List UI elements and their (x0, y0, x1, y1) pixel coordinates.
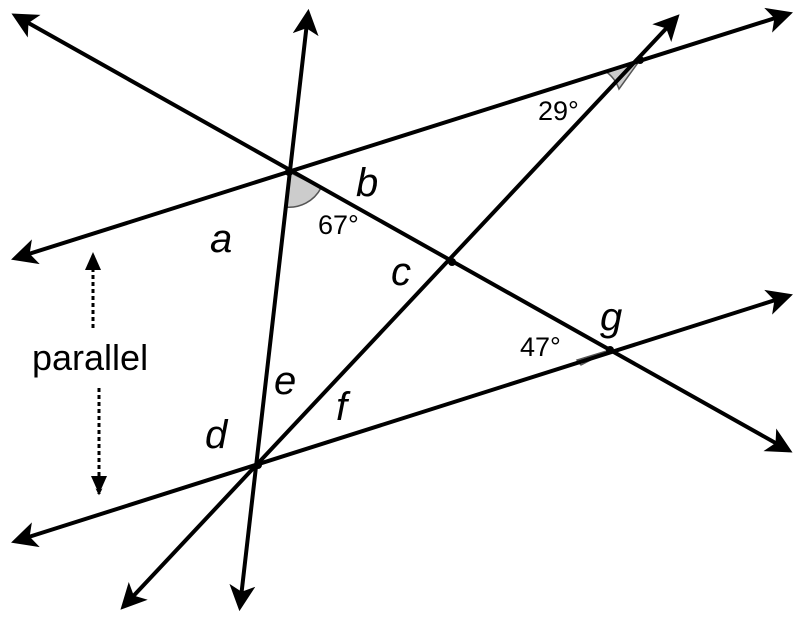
transversal-rising-line (120, 14, 680, 610)
angle-value-47: 47° (520, 332, 561, 362)
angle-label-a: a (210, 217, 232, 261)
intersection-point (254, 461, 262, 469)
upper-parallel-line (11, 7, 793, 265)
angle-label-b: b (356, 161, 378, 205)
angle-label-f: f (336, 385, 351, 429)
parallel-indicator-arrowhead-up (85, 252, 101, 270)
angle-value-67: 67° (318, 210, 359, 240)
intersection-point (606, 346, 614, 354)
parallel-label: parallel (32, 337, 148, 378)
transversal-diagonal-line (11, 13, 793, 453)
angle-label-d: d (205, 413, 229, 457)
intersection-point (448, 258, 456, 266)
angle-label-c: c (391, 250, 411, 294)
parallel-indicator-arrowhead-down (91, 476, 107, 494)
angle-value-29: 29° (538, 96, 579, 126)
angle-label-g: g (600, 295, 622, 339)
intersection-point (285, 168, 293, 176)
intersection-point (636, 56, 644, 64)
angle-label-e: e (274, 359, 296, 403)
transversal-vertical-line (229, 8, 319, 612)
lower-parallel-line (11, 289, 793, 548)
